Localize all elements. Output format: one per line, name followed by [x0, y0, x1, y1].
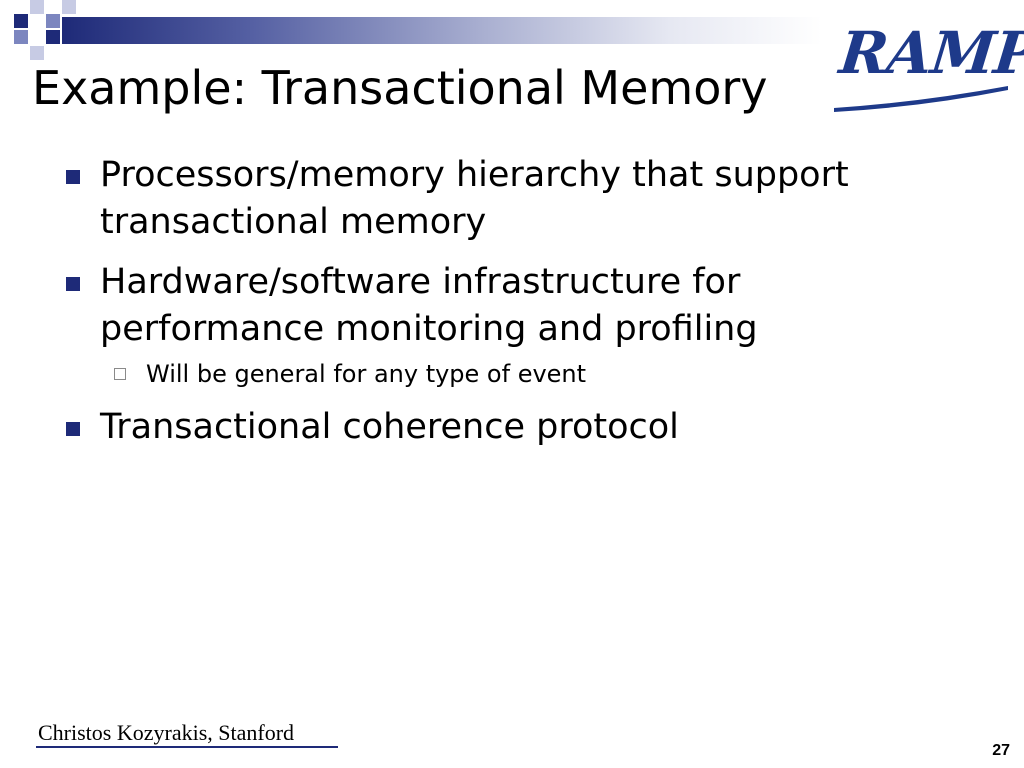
sub-bullet-text: Will be general for any type of event	[146, 360, 587, 388]
hollow-square-icon	[114, 368, 126, 380]
logo-swoosh-icon	[834, 86, 1008, 112]
bullet-item: Processors/memory hierarchy that support…	[60, 152, 940, 247]
sub-bullet-item: Will be general for any type of event	[60, 359, 940, 390]
page-number: 27	[992, 742, 1010, 759]
slide-content: Processors/memory hierarchy that support…	[60, 152, 940, 463]
bullet-text: Transactional coherence protocol	[100, 407, 679, 448]
checker-square	[30, 0, 44, 14]
bullet-text: Processors/memory hierarchy that support…	[100, 155, 849, 243]
top-decorative-band	[0, 0, 1024, 70]
checker-square	[46, 30, 60, 44]
checker-square	[62, 0, 76, 14]
footer-underline	[36, 746, 338, 748]
bullet-text: Hardware/software infrastructure for per…	[100, 261, 758, 349]
checker-square	[46, 14, 60, 28]
gradient-bar	[62, 17, 822, 44]
slide-title: Example: Transactional Memory	[32, 61, 768, 115]
checker-square	[14, 14, 28, 28]
bullet-item: Hardware/software infrastructure for per…	[60, 259, 940, 354]
filled-square-icon	[66, 276, 80, 291]
filled-square-icon	[66, 422, 80, 437]
footer-author: Christos Kozyrakis, Stanford	[38, 720, 295, 745]
checker-square	[14, 30, 28, 44]
checker-square	[30, 46, 44, 60]
bullet-item: Transactional coherence protocol	[60, 404, 940, 451]
ramp-logo: RAMP	[832, 19, 1024, 112]
filled-square-icon	[66, 170, 80, 184]
